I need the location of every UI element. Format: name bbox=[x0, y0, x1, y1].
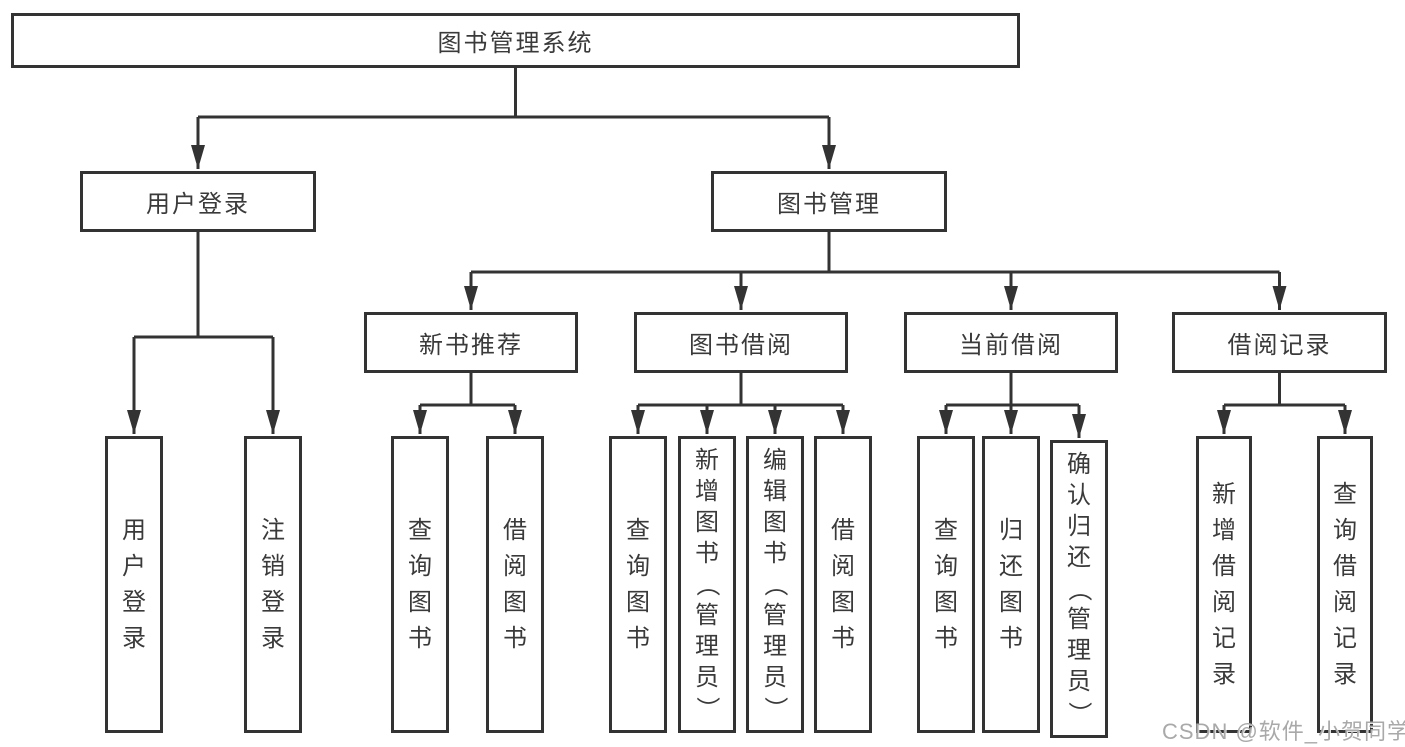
leaf-add-borrow-record: 新增借阅记录 bbox=[1196, 436, 1252, 733]
leaf-add-books-admin: 新增图书（管理员） bbox=[678, 436, 736, 733]
node-label: 当前借阅 bbox=[959, 332, 1063, 359]
connector-user-login bbox=[134, 232, 273, 339]
leaf-label: 查询图书 bbox=[934, 516, 958, 652]
node-book-borrowing: 图书借阅 bbox=[634, 312, 848, 373]
leaf-query-books-borrow: 查询图书 bbox=[609, 436, 667, 733]
leaf-label: 新增图书（管理员） bbox=[694, 446, 721, 721]
node-label: 借阅记录 bbox=[1227, 332, 1332, 359]
connector-root bbox=[198, 68, 829, 119]
leaf-label: 新增借阅记录 bbox=[1212, 480, 1236, 688]
leaf-borrow-books: 借阅图书 bbox=[814, 436, 872, 733]
leaf-label: 查询图书 bbox=[408, 516, 432, 652]
node-label: 图书管理 bbox=[777, 191, 881, 218]
leaf-return-books: 归还图书 bbox=[982, 436, 1040, 733]
connector-new-book-rec bbox=[420, 373, 515, 407]
node-label: 新书推荐 bbox=[419, 332, 523, 359]
node-label: 用户登录 bbox=[146, 191, 250, 218]
leaf-user-login: 用户登录 bbox=[105, 436, 163, 733]
leaf-label: 查询借阅记录 bbox=[1333, 480, 1357, 688]
node-book-management: 图书管理 bbox=[711, 171, 947, 232]
connector-current-borrow bbox=[946, 373, 1079, 407]
connector-book-mgmt bbox=[471, 232, 1280, 274]
node-label: 图书借阅 bbox=[689, 332, 793, 359]
leaf-label: 用户登录 bbox=[122, 516, 146, 652]
leaf-label: 确认归还（管理员） bbox=[1066, 451, 1093, 726]
leaf-label: 注销登录 bbox=[261, 516, 285, 652]
leaf-label: 借阅图书 bbox=[503, 516, 527, 652]
leaf-label: 编辑图书（管理员） bbox=[762, 446, 789, 721]
node-label: 图书管理系统 bbox=[437, 30, 594, 57]
leaf-query-books-current: 查询图书 bbox=[917, 436, 975, 733]
leaf-borrow-books-rec: 借阅图书 bbox=[486, 436, 544, 733]
leaf-label: 归还图书 bbox=[999, 516, 1023, 652]
node-user-login: 用户登录 bbox=[80, 171, 316, 232]
node-borrowing-records: 借阅记录 bbox=[1172, 312, 1387, 373]
node-new-book-recommendation: 新书推荐 bbox=[364, 312, 578, 373]
leaf-logout: 注销登录 bbox=[244, 436, 302, 733]
csdn-watermark: CSDN @软件_小贺同学 bbox=[1162, 719, 1405, 744]
leaf-query-borrow-record: 查询借阅记录 bbox=[1317, 436, 1373, 733]
leaf-label: 查询图书 bbox=[626, 516, 650, 652]
node-current-borrowing: 当前借阅 bbox=[904, 312, 1118, 373]
connector-book-borrow bbox=[638, 373, 843, 407]
leaf-label: 借阅图书 bbox=[831, 516, 855, 652]
connector-borrow-records bbox=[1224, 373, 1345, 407]
leaf-query-books-rec: 查询图书 bbox=[391, 436, 449, 733]
leaf-confirm-return-admin: 确认归还（管理员） bbox=[1050, 440, 1108, 738]
leaf-edit-books-admin: 编辑图书（管理员） bbox=[746, 436, 804, 733]
node-library-system: 图书管理系统 bbox=[11, 13, 1020, 68]
